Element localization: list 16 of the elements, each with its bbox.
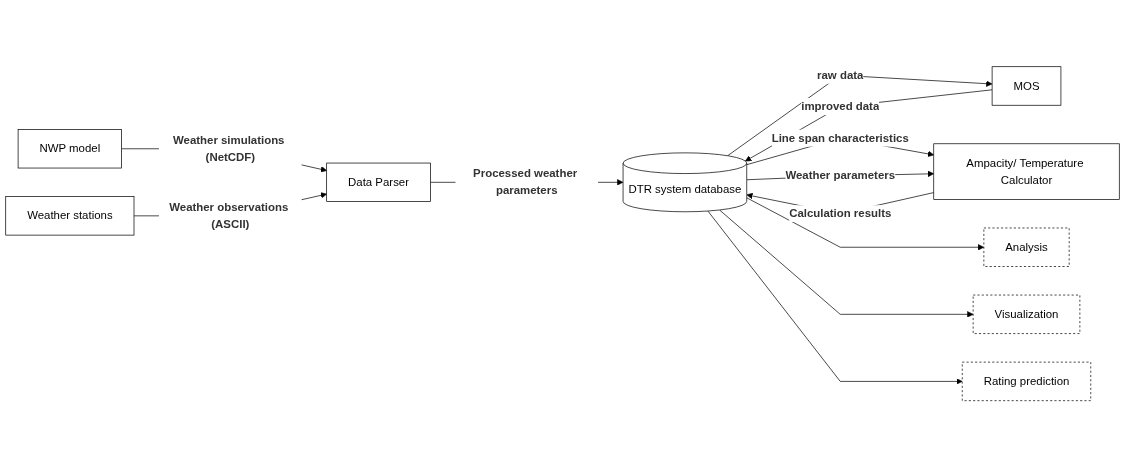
node-box: Visualization <box>972 294 1081 334</box>
edge-label: Line span characteristics <box>771 131 909 144</box>
edge-label: Weather observations (ASCII) <box>169 200 289 230</box>
edge-label: raw data <box>817 68 864 81</box>
node-box: Weather stations <box>5 196 135 236</box>
edge-label: Calculation results <box>789 207 892 220</box>
edge-label: Weather parameters <box>785 169 896 182</box>
node-box: NWP model <box>17 128 122 169</box>
node-box: Data Parser <box>326 162 431 202</box>
node-box: Ampacity/ Temperature Calculator <box>933 143 1120 200</box>
edge-label: Processed weather parameters <box>473 167 578 197</box>
edge-label: Weather simulations (NetCDF) <box>173 133 285 163</box>
node-box: Rating prediction <box>961 361 1092 401</box>
edge-label: improved data <box>801 100 880 113</box>
node-box: MOS <box>991 66 1062 106</box>
node-box: Analysis <box>983 227 1070 267</box>
